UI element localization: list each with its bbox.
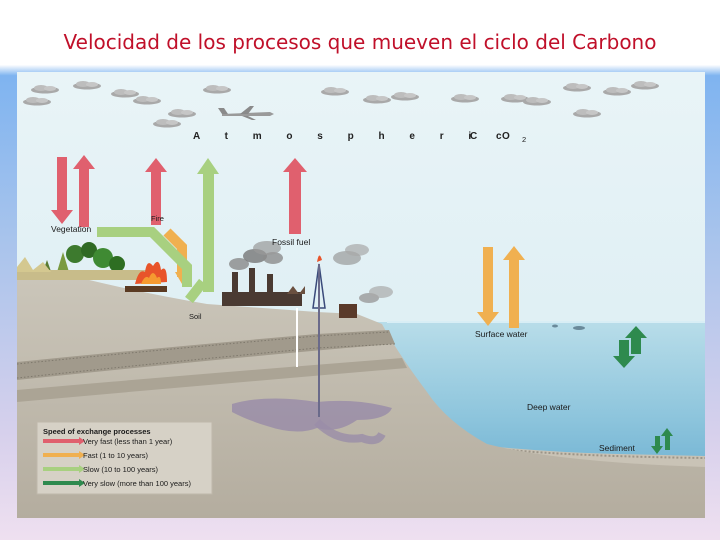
airplane-icon — [218, 106, 274, 120]
very-slow-arrows — [613, 326, 673, 454]
very-fast-arrows — [51, 155, 307, 234]
fish-icon — [552, 324, 585, 330]
oil-rig-icon — [296, 255, 326, 417]
legend-item: Fast (1 to 10 years) — [43, 451, 149, 460]
factory-icon — [222, 241, 369, 306]
rock-stratum-upper — [17, 330, 395, 380]
legend-swatch-slow — [43, 467, 79, 471]
fire-label: Fire — [151, 214, 164, 223]
legend-swatch-very-slow — [43, 481, 79, 485]
deep-water-label: Deep water — [527, 402, 571, 412]
legend-item: Very fast (less than 1 year) — [43, 437, 173, 446]
legend-swatch-very-fast — [43, 439, 79, 443]
forest — [17, 242, 147, 280]
carbon-cycle-svg: A t m o s p h e r i c C O 2 — [17, 72, 705, 518]
legend: Speed of exchange processes Very fast (l… — [36, 421, 213, 495]
oil-reservoir — [232, 398, 392, 432]
fire-icon — [125, 261, 167, 292]
rock-stratum-lower — [17, 358, 407, 402]
slide-title: Velocidad de los procesos que mueven el … — [63, 30, 657, 54]
co2-label: C O — [470, 131, 521, 142]
legend-swatch-fast — [43, 453, 79, 457]
fossil-fuel-label: Fossil fuel — [272, 237, 310, 247]
legend-label-very-fast: Very fast (less than 1 year) — [83, 437, 173, 446]
legend-title: Speed of exchange processes — [43, 427, 151, 436]
building-icon — [339, 286, 393, 318]
sediment-label: Sediment — [599, 443, 636, 453]
legend-label-fast: Fast (1 to 10 years) — [83, 451, 149, 460]
carbon-cycle-figure: A t m o s p h e r i c C O 2 — [17, 72, 705, 518]
atmosphere-label: A t m o s p h e r i c — [193, 131, 513, 142]
soil-label: Soil — [189, 312, 202, 321]
legend-item: Slow (10 to 100 years) — [43, 465, 159, 474]
surface-water-label: Surface water — [475, 329, 528, 339]
slow-arrows — [97, 158, 219, 304]
co2-subscript: 2 — [522, 135, 526, 144]
legend-item: Very slow (more than 100 years) — [43, 479, 191, 488]
legend-label-slow: Slow (10 to 100 years) — [83, 465, 159, 474]
legend-label-very-slow: Very slow (more than 100 years) — [83, 479, 191, 488]
vegetation-label: Vegetation — [51, 224, 91, 234]
